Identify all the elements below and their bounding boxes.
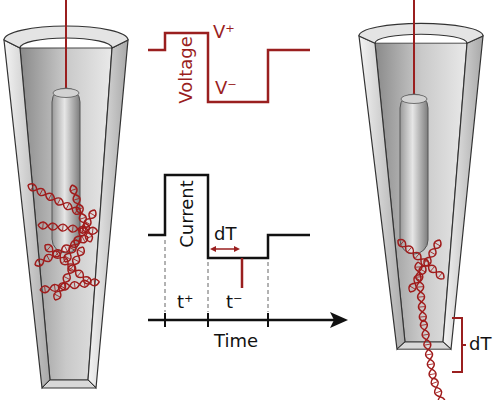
wire xyxy=(65,0,67,92)
voltage-level: V⁻ xyxy=(215,78,237,98)
time-interval: t⁺ xyxy=(177,292,194,312)
guide-lines xyxy=(165,240,268,312)
axis-title: Current xyxy=(177,180,197,248)
wire xyxy=(413,0,415,98)
translocation-spike xyxy=(241,258,244,288)
time-interval: t⁻ xyxy=(226,292,243,312)
axis-title: Time xyxy=(214,331,258,351)
duration-label: dT xyxy=(214,224,236,244)
pipette xyxy=(359,23,483,349)
bracket xyxy=(452,318,466,372)
time-axis xyxy=(148,312,348,328)
current-trace xyxy=(148,175,310,258)
duration-arrow xyxy=(210,246,240,252)
dna-tangle xyxy=(26,182,100,302)
dna-strand xyxy=(396,237,457,400)
duration-label: dT xyxy=(469,334,491,354)
electrode xyxy=(400,94,428,254)
axis-title: Voltage xyxy=(176,36,196,104)
voltage-level: V⁺ xyxy=(213,22,235,42)
voltage-trace xyxy=(148,33,310,102)
